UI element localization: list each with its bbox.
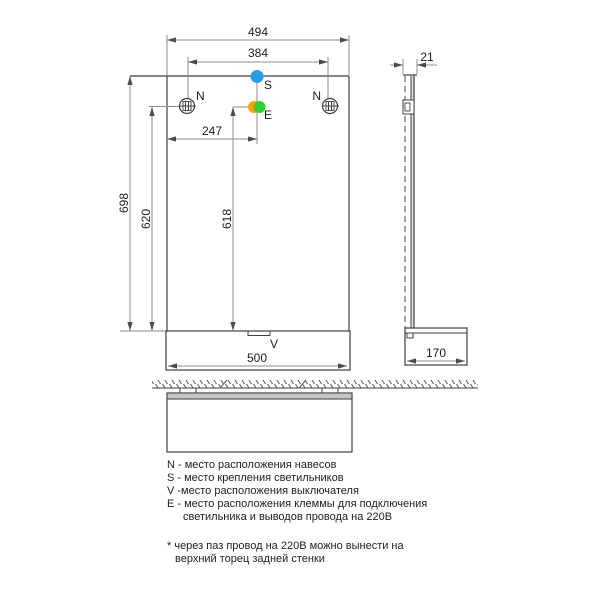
label-terminal: E bbox=[264, 108, 272, 122]
legend-item-s: S - место крепления светильников bbox=[167, 472, 344, 484]
dim-618: 618 bbox=[220, 209, 234, 229]
dimension-terminal-offset: 247 bbox=[167, 82, 258, 144]
dimension-bottom-width: 500 bbox=[168, 351, 347, 369]
hanger-symbol-left bbox=[178, 97, 196, 115]
cabinet-top-panel bbox=[166, 392, 353, 400]
legend-item-n: N - место расположения навесов bbox=[167, 459, 337, 471]
label-lamp: S bbox=[264, 78, 272, 92]
lamp-point bbox=[250, 70, 264, 83]
label-hanger-right: N bbox=[312, 89, 321, 103]
lower-cabinet bbox=[166, 387, 353, 453]
footnote: * через паз провод на 220В можно вынести… bbox=[167, 540, 404, 566]
dimension-hanger-span: 384 bbox=[187, 46, 329, 98]
wall-section-hatch bbox=[152, 379, 478, 389]
dimension-top-width: 494 bbox=[166, 25, 350, 75]
dim-494: 494 bbox=[248, 25, 268, 39]
cabinet-tab-right bbox=[321, 387, 339, 394]
side-view-shelf bbox=[404, 327, 468, 366]
hanger-symbol-right bbox=[321, 97, 339, 115]
dimension-shelf-depth: 170 bbox=[407, 346, 465, 364]
dimension-terminal-height: 618 bbox=[220, 106, 248, 331]
dim-698: 698 bbox=[117, 193, 131, 213]
dim-170: 170 bbox=[426, 346, 446, 360]
dimension-hanger-height: 620 bbox=[139, 106, 179, 331]
terminal-point-green bbox=[253, 101, 266, 113]
dim-500: 500 bbox=[247, 351, 267, 365]
switch-slot bbox=[247, 331, 271, 336]
legend-item-v: V -место расположения выключателя bbox=[167, 485, 359, 497]
side-view-panel bbox=[402, 74, 417, 328]
dim-21: 21 bbox=[420, 50, 434, 64]
dim-247: 247 bbox=[202, 124, 222, 138]
cabinet-tab-left bbox=[179, 387, 197, 394]
dim-620: 620 bbox=[139, 209, 153, 229]
legend: N - место расположения навесов S - место… bbox=[167, 459, 427, 524]
label-hanger-left: N bbox=[196, 89, 205, 103]
dim-384: 384 bbox=[248, 46, 268, 60]
footnote-line-2: верхний торец задней стенки bbox=[175, 553, 325, 565]
front-view-panel bbox=[130, 75, 350, 331]
footnote-line-1: * через паз провод на 220В можно вынести… bbox=[167, 540, 404, 552]
dimension-panel-thickness: 21 bbox=[390, 50, 437, 74]
dimension-total-height: 698 bbox=[117, 76, 133, 331]
label-switch: V bbox=[270, 337, 278, 351]
front-view-bottom-rail bbox=[120, 330, 351, 371]
legend-item-e: E - место расположения клеммы для подклю… bbox=[167, 498, 428, 510]
legend-item-e-cont: светильника и выводов провода на 220В bbox=[183, 511, 393, 523]
hanger-bracket-side bbox=[402, 99, 415, 115]
